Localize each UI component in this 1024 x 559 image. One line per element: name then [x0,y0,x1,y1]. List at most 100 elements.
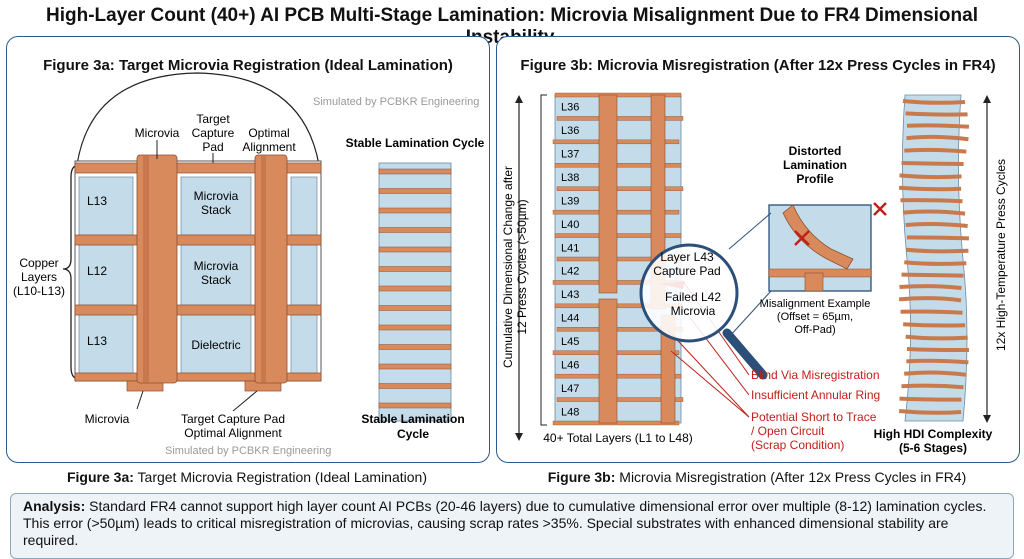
distorted-copper-line [906,247,969,254]
panel-figure-3b: Figure 3b: Microvia Misregistration (Aft… [496,36,1020,463]
copper-label-2: Layers [21,270,57,284]
layer-label-l12: L12 [87,264,107,278]
dielectric-cells [78,176,318,374]
distorted-copper-line [904,370,967,377]
distorted-copper-line [905,221,968,228]
distorted-copper-line [904,147,967,154]
distorted-copper-line [899,396,962,402]
panel-a-title: Figure 3a: Target Microvia Registration … [43,57,453,74]
caption-a-text: Target Microvia Registration (Ideal Lami… [133,469,427,485]
defect-label-5: (Scrap Condition) [751,438,844,452]
caption-b-bold: Figure 3b: [547,469,616,485]
stable-bottom-label-2: Cycle [397,427,429,441]
target-pad-label-1: Target [196,112,230,126]
stable-copper-line [378,285,452,292]
microvia-label: Microvia [135,126,180,140]
distorted-copper-line [898,185,962,192]
stack-layer-label: L41 [561,242,579,254]
left-axis-label-2: 12 Press Cycles (>50µm) [515,199,529,334]
distorted-copper-line [906,358,969,365]
analysis-label: Analysis: [23,498,86,514]
defect-label-3: Potential Short to Trace [751,410,877,424]
stack-layer-label: L43 [561,289,579,301]
panel-figure-3a: Figure 3a: Target Microvia Registration … [6,36,490,463]
stable-bottom-label-1: Stable Lamination [361,412,464,426]
distorted-copper-line [905,111,968,117]
stack-layer-label: L46 [561,359,579,371]
distorted-copper-line [906,347,969,353]
distorted-copper-line [906,134,969,142]
stable-copper-line [378,383,452,389]
ideal-stack-dome [76,72,320,166]
copper-layers-brace [62,164,80,380]
distorted-copper-line [899,284,962,290]
cell-label-3: Dielectric [191,338,240,352]
stable-lamination-strip [378,162,452,422]
stable-copper-lines [378,168,452,409]
stack-layer-label: L47 [561,383,579,395]
misalignment-label-3: Off-Pad) [794,324,835,336]
distorted-copper-line [899,173,962,180]
caption-a-bold: Figure 3a: [66,469,134,485]
distorted-copper-line [906,235,970,241]
distorted-copper-line [901,272,964,278]
watermark-top: Simulated by PCBKR Engineering [313,96,479,108]
complexity-label-1: High HDI Complexity [874,427,993,441]
magnifier: Layer L43 Capture Pad Failed L42 Microvi… [639,243,768,380]
optimal-label-2: Alignment [242,140,296,154]
total-layers-label: 40+ Total Layers (L1 to L48) [543,431,693,445]
stack-copper-line [556,186,684,191]
stack-layer-label: L40 [561,219,579,231]
stack-copper-line [554,92,682,98]
misalignment-label-2: (Offset = 65µm, [777,311,853,323]
caption-figure-3b: Figure 3b: Microvia Misregistration (Aft… [496,469,1018,485]
copper-layers [74,162,322,392]
stable-copper-line [378,324,452,331]
distorted-copper-line [900,198,963,204]
magnifier-label-4: Microvia [671,304,716,318]
cell-label-1a: Microvia [194,189,239,203]
defect-label-2: Insufficient Annular Ring [751,388,880,402]
distorted-copper-line [906,123,970,129]
figure-3b-diagram: Cumulative Dimensional Change after 12 P… [501,92,1008,455]
stack-layer-label: L38 [561,172,579,184]
distorted-copper-line [904,260,967,266]
stack-layer-label: L44 [561,313,579,325]
distorted-copper-line [898,296,962,303]
stable-copper-line [378,363,452,370]
stack-layer-label: L42 [561,266,579,278]
magnifier-label-3: Failed L42 [665,290,721,304]
stack-copper-line [556,397,684,402]
distorted-copper-line [898,409,962,415]
stable-top-label: Stable Lamination Cycle [346,136,485,150]
defect-label-1: Blind Via Misregistration [751,368,880,382]
caption-b-text: Microvia Misregistration (After 12x Pres… [615,469,967,485]
misalignment-label-1: Misalignment Example [760,298,871,310]
left-axis: Cumulative Dimensional Change after 12 P… [501,95,529,441]
distorted-copper-line [901,161,964,166]
complexity-label-2: (5-6 Stages) [899,441,967,455]
copper-label-1: Copper [19,256,58,270]
figure-3a-diagram: Microvia Target Capture Pad Optimal Alig… [13,72,485,457]
layer-label-l13-top: L13 [87,194,107,208]
stable-copper-line [378,188,452,194]
target-pad-label-2: Capture [192,126,235,140]
right-axis-label: 12x High-Temperature Press Cycles [994,159,1008,351]
analysis-text: Standard FR4 cannot support high layer c… [23,498,987,548]
stack-layer-label: L37 [561,149,579,161]
copper-label-3: (L10-L13) [13,284,65,298]
distorted-label-1: Distorted [789,144,842,158]
stable-copper-line [378,207,452,214]
analysis-box: Analysis: Standard FR4 cannot support hi… [10,493,1014,559]
stack-copper-line [554,163,682,168]
optimal-label-1: Optimal [248,126,289,140]
distorted-copper-line [901,383,964,390]
panel-b-title: Figure 3b: Microvia Misregistration (Aft… [520,57,996,74]
distorted-copper-line [902,209,966,216]
stable-copper-line [378,344,452,350]
left-axis-label-1: Cumulative Dimensional Change after [501,166,515,368]
cell-label-1b: Stack [201,203,232,217]
cell-label-2b: Stack [201,273,232,287]
distorted-label-3: Profile [796,172,834,186]
distorted-label-2: Lamination [783,158,847,172]
